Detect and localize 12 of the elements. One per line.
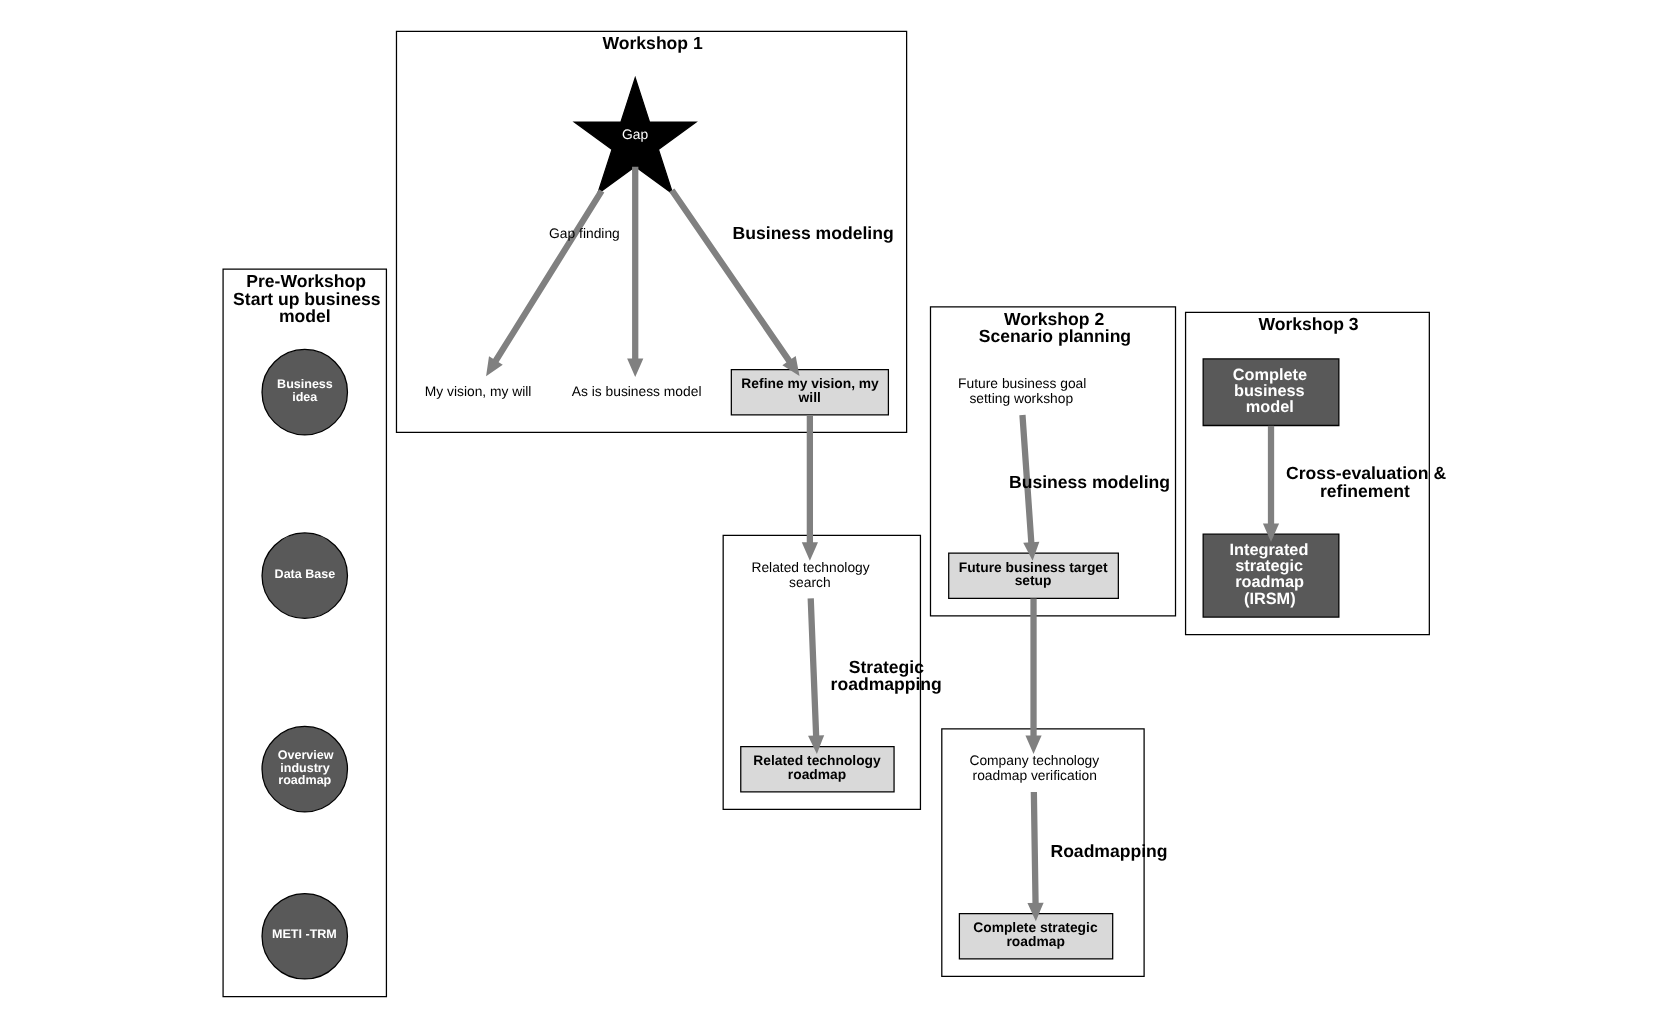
arrow	[1024, 598, 1041, 754]
arrow	[668, 188, 799, 376]
arrow	[800, 414, 817, 561]
arrow	[1026, 791, 1043, 922]
edge-label: Business modeling	[731, 222, 893, 243]
edge-label: Business modeling	[1008, 471, 1170, 492]
arrow	[1261, 425, 1279, 542]
arrow	[1018, 414, 1039, 561]
arrow	[485, 189, 604, 377]
arrow	[626, 166, 643, 378]
edge-label: Cross-evaluation & refinement	[1285, 463, 1446, 501]
arrow	[806, 598, 824, 754]
